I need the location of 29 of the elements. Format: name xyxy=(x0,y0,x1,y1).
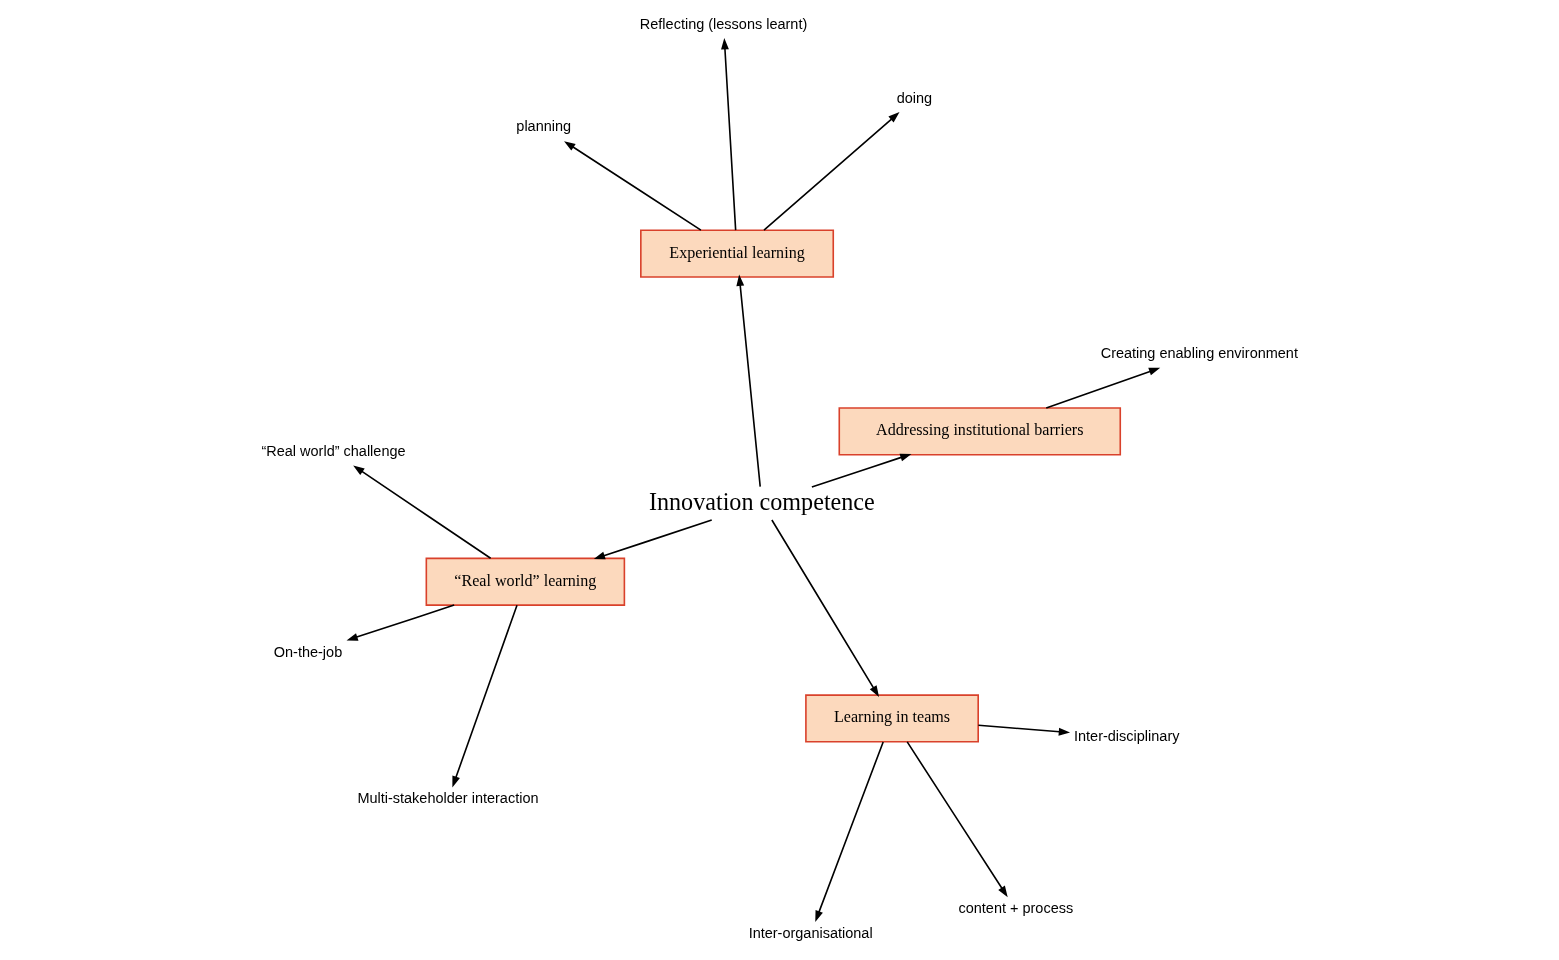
arrow xyxy=(593,519,713,560)
node-box: Experiential learning xyxy=(640,229,835,278)
arrow xyxy=(763,112,900,231)
arrow xyxy=(977,724,1071,736)
node-box: Learning in teams xyxy=(805,694,979,743)
node-text: doing xyxy=(896,89,933,106)
arrow xyxy=(353,465,492,560)
node-text: Reflecting (lessons learnt) xyxy=(639,16,808,33)
node-text: On-the-job xyxy=(273,643,343,660)
arrow xyxy=(815,741,884,922)
node-box: Addressing institutional barriers xyxy=(838,407,1122,456)
node-text: Inter-organisational xyxy=(748,924,873,941)
node-text: planning xyxy=(516,118,572,135)
node-text: Inter-disciplinary xyxy=(1074,727,1180,744)
node-box: “Real world” learning xyxy=(425,557,626,606)
node-text: Innovation competence xyxy=(648,487,875,515)
arrow xyxy=(721,38,737,231)
arrow xyxy=(736,274,761,488)
arrow xyxy=(346,604,455,641)
arrow xyxy=(1045,367,1161,409)
node-text: “Real world” challenge xyxy=(261,442,406,459)
node-text: Multi-stakeholder interaction xyxy=(357,790,539,807)
arrow xyxy=(811,453,912,488)
arrow xyxy=(906,741,1008,898)
arrow xyxy=(452,604,518,788)
arrow xyxy=(771,519,880,697)
node-text: content + process xyxy=(958,900,1074,917)
node-text: Creating enabling environment xyxy=(1100,344,1298,361)
arrow xyxy=(564,141,702,231)
